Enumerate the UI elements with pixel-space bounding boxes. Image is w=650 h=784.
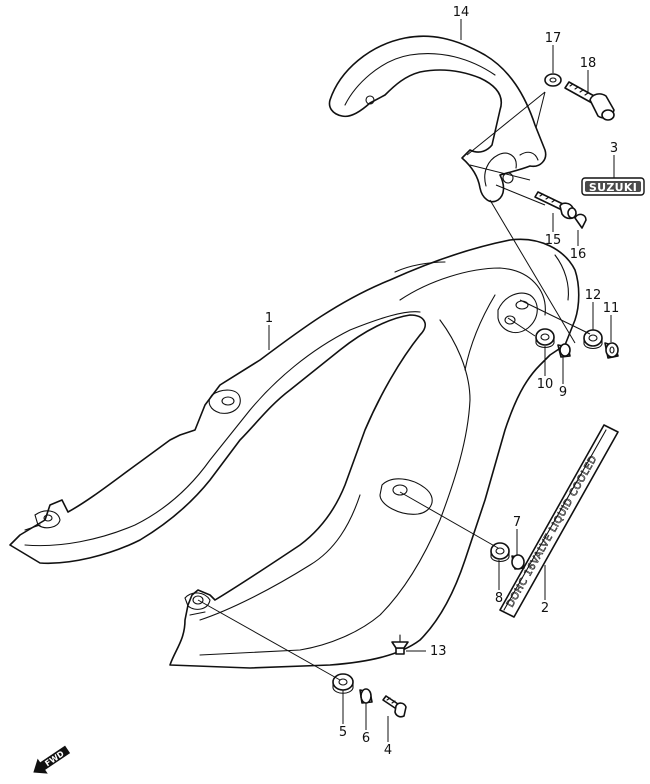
collar-part-11 xyxy=(604,342,619,359)
grommet-part-10 xyxy=(535,328,555,349)
decal-lettering: DOHC 16VALVE LIQUID COOLED xyxy=(505,454,600,610)
collar-part-7 xyxy=(511,554,525,570)
callout-8: 8 xyxy=(495,591,503,606)
callout-leaders xyxy=(268,19,615,742)
callout-16: 16 xyxy=(570,247,587,262)
forward-arrow-icon: FWD xyxy=(33,745,71,774)
callout-14: 14 xyxy=(453,5,470,20)
grab-rail-part xyxy=(328,35,547,203)
bolt-part-4 xyxy=(382,695,407,718)
callout-7: 7 xyxy=(513,515,521,530)
washer-part-17 xyxy=(544,73,562,87)
bolt-part-18 xyxy=(564,81,615,121)
callout-10: 10 xyxy=(537,377,554,392)
callout-18: 18 xyxy=(580,56,597,71)
callout-6: 6 xyxy=(362,731,370,746)
assembly-lines xyxy=(197,91,591,681)
callout-numbers: 14 17 18 3 15 16 12 11 10 9 1 7 8 2 13 5… xyxy=(265,5,619,758)
callout-12: 12 xyxy=(585,288,602,303)
callout-5: 5 xyxy=(339,725,347,740)
collar-part-6 xyxy=(359,688,373,704)
callout-11: 11 xyxy=(603,301,620,316)
callout-15: 15 xyxy=(545,233,562,248)
seat-tail-cover-part xyxy=(9,238,580,669)
grommet-part-8 xyxy=(490,542,510,563)
emblem-lettering: SUZUKI xyxy=(589,181,637,194)
callout-1: 1 xyxy=(265,311,273,326)
bolt-part-15 xyxy=(534,191,577,220)
suzuki-emblem-part: SUZUKI xyxy=(581,177,645,196)
callout-3: 3 xyxy=(610,141,618,156)
collar-part-9 xyxy=(557,343,571,358)
clip-part-16 xyxy=(574,213,587,229)
clip-fastener-part-13 xyxy=(391,634,409,655)
callout-13: 13 xyxy=(430,644,447,659)
callout-4: 4 xyxy=(384,743,392,758)
callout-9: 9 xyxy=(559,385,567,400)
callout-2: 2 xyxy=(541,601,549,616)
callout-17: 17 xyxy=(545,31,562,46)
